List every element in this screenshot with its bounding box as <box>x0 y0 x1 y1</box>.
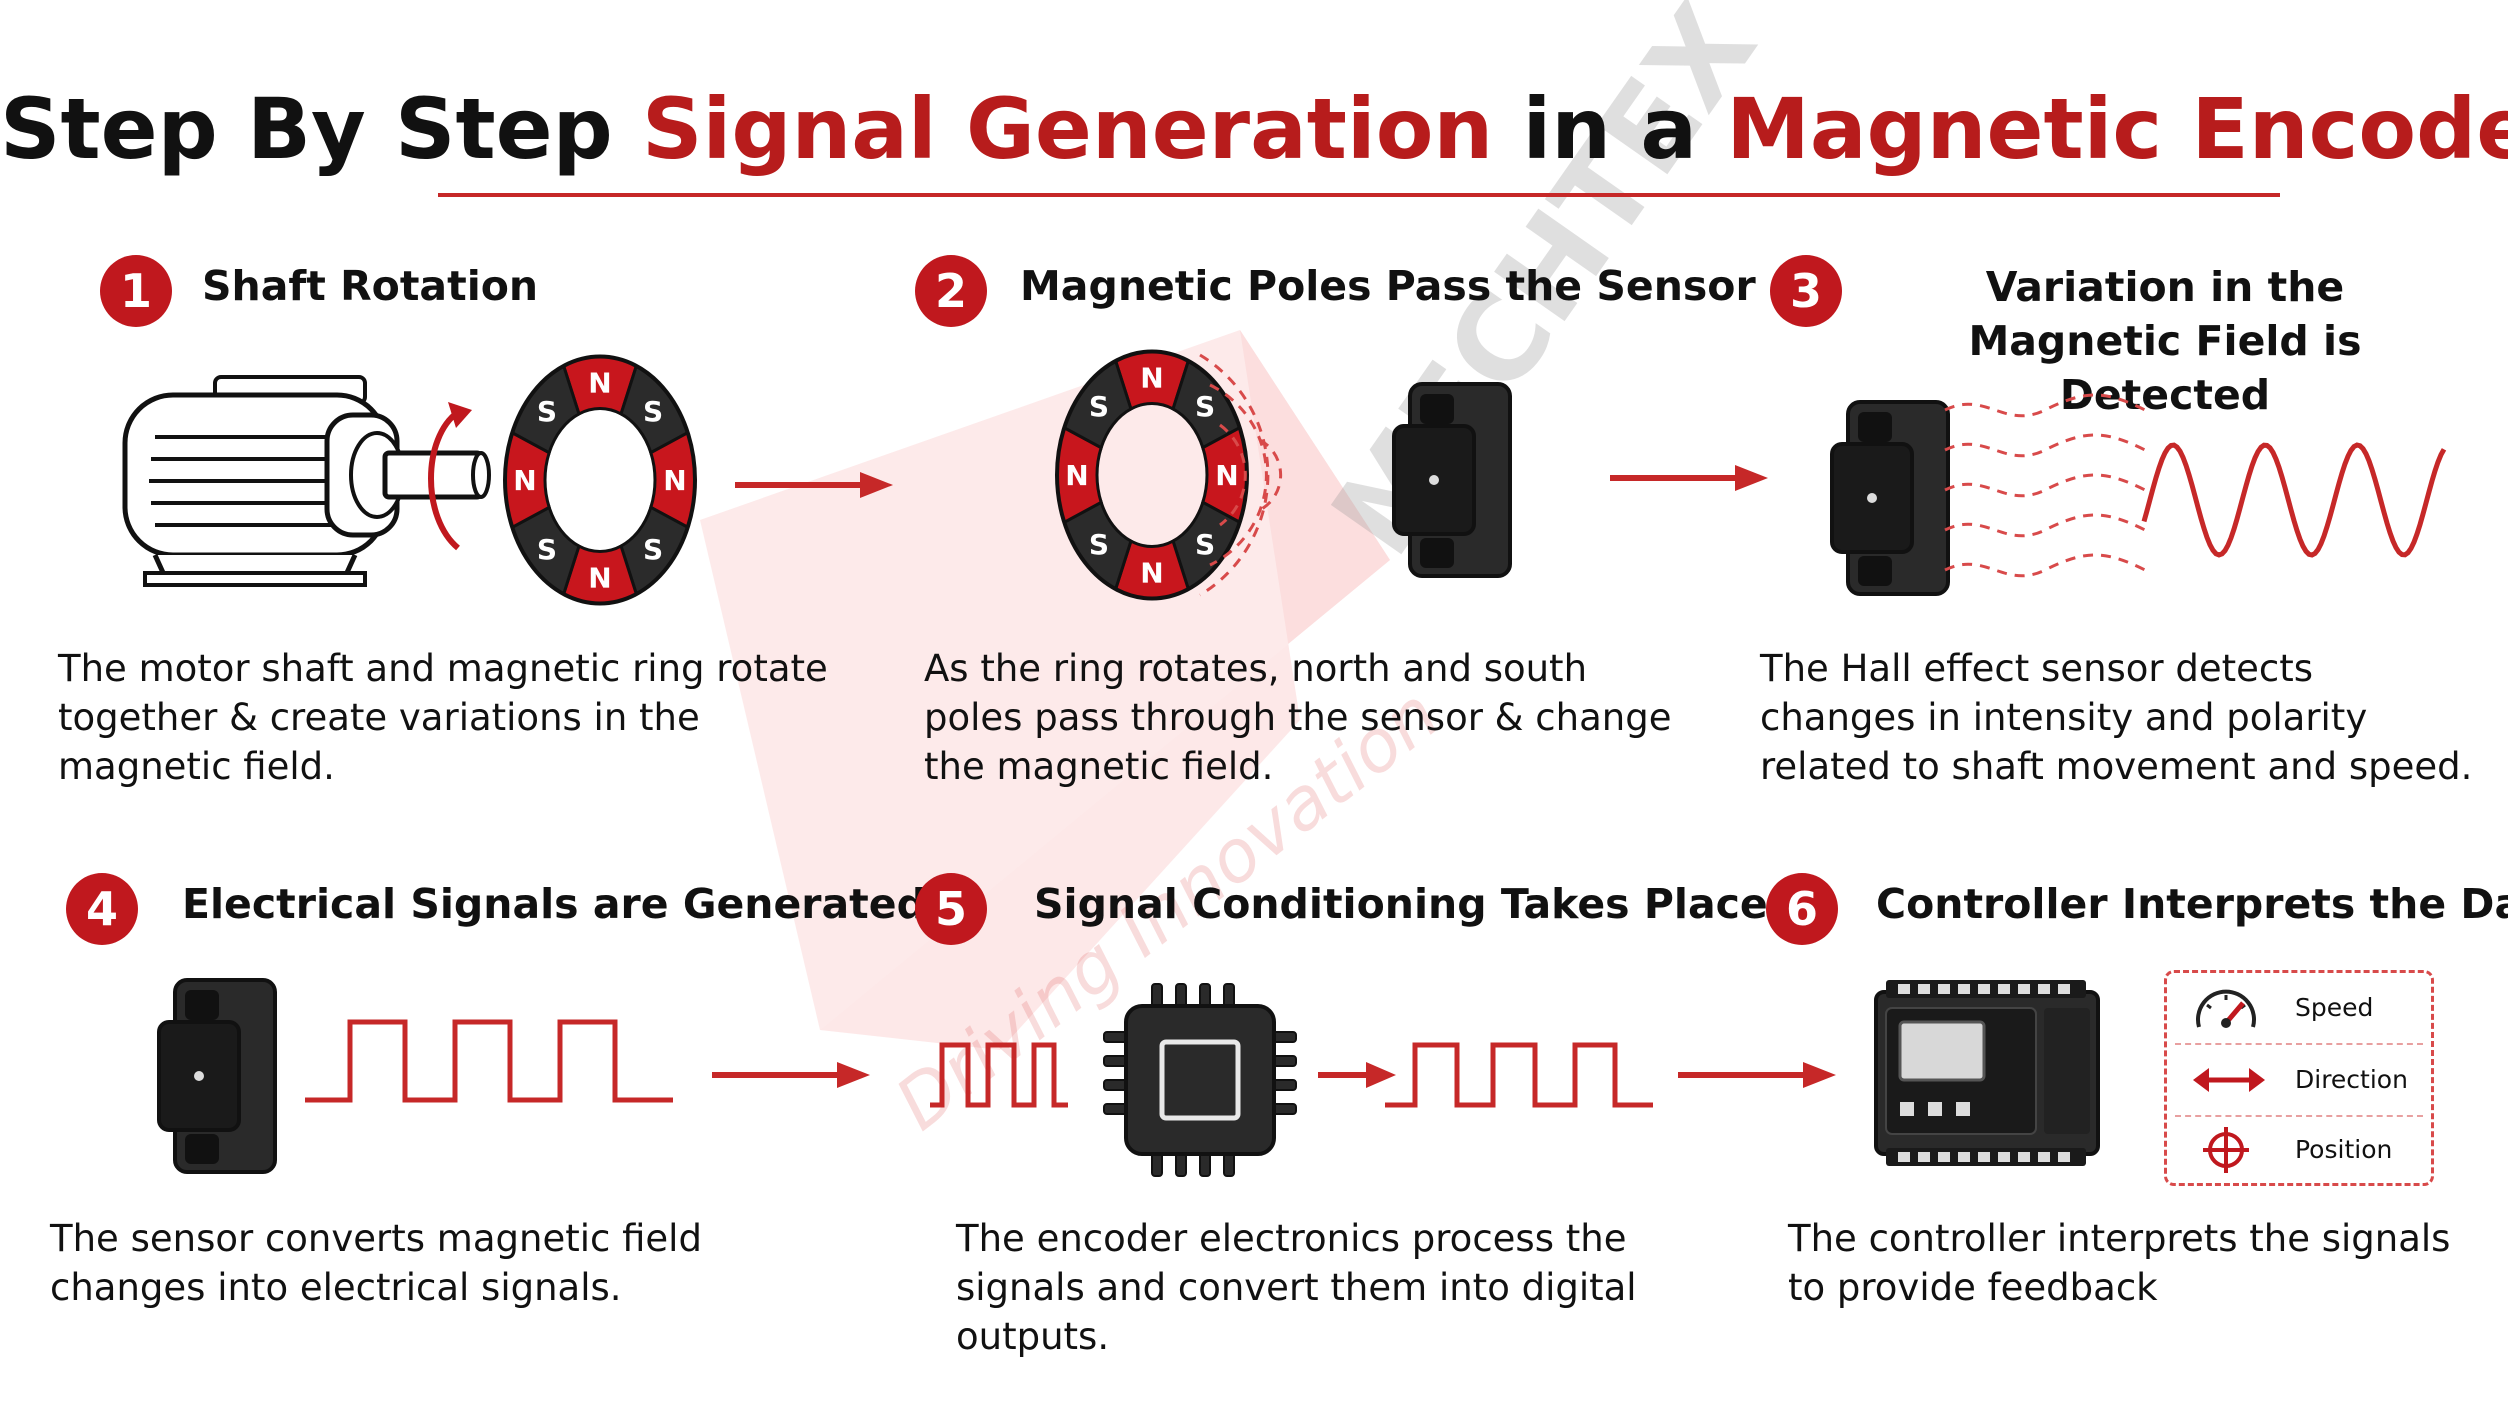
pole-label: N <box>1140 362 1163 395</box>
title-part-1: Step By Step <box>0 80 613 178</box>
sine-wave-icon <box>2141 442 2447 558</box>
title-underline <box>438 193 2280 197</box>
output-position: Position <box>2167 1115 2431 1185</box>
hall-sensor-icon <box>157 978 277 1174</box>
step-4-description: The sensor converts magnetic field chang… <box>50 1217 702 1309</box>
pole-label: N <box>663 464 686 497</box>
output-position-label: Position <box>2295 1135 2393 1164</box>
rotation-arrow-icon <box>428 402 472 551</box>
step-1-badge: 1 <box>100 255 172 327</box>
flow-arrow-5 <box>1678 1062 1836 1088</box>
pole-label: N <box>1065 459 1088 492</box>
speedometer-icon <box>2196 989 2256 1028</box>
controller-icon <box>1874 980 2100 1166</box>
page-title: Step By Step Signal Generation in a Magn… <box>0 80 2508 178</box>
step-2-description: As the ring rotates, north and south pol… <box>924 647 1672 788</box>
step-3-title: Variation in the Magnetic Field is Detec… <box>1968 263 2362 419</box>
magnetic-field-lines-icon <box>1199 353 1283 597</box>
step-1-title: Shaft Rotation <box>202 262 539 310</box>
input-pulse-wave-icon <box>930 1042 1068 1108</box>
digital-output-wave-icon <box>1385 1042 1653 1108</box>
pole-label: S <box>643 395 663 428</box>
step-4-badge: 4 <box>66 873 138 945</box>
pole-label: S <box>1089 390 1109 423</box>
title-part-4: Magnetic Encoder <box>1726 80 2508 178</box>
step-3-badge: 3 <box>1770 255 1842 327</box>
output-speed: Speed <box>2167 973 2431 1043</box>
pole-label: N <box>513 464 536 497</box>
microchip-icon <box>1103 983 1297 1177</box>
pole-label: S <box>537 533 557 566</box>
step-6-description: The controller interprets the signals to… <box>1788 1217 2451 1309</box>
pole-label: N <box>1215 459 1238 492</box>
step-5-description: The encoder electronics process the sign… <box>956 1217 1637 1358</box>
divider <box>2175 1115 2423 1117</box>
motor-icon <box>122 375 491 587</box>
controller-outputs-panel: Speed Direction Position <box>2164 970 2434 1186</box>
hall-sensor-icon <box>1830 400 1950 596</box>
flow-arrow-4 <box>1318 1062 1396 1088</box>
step-6-title: Controller Interprets the Data <box>1876 880 2508 928</box>
pole-label: S <box>643 533 663 566</box>
step-5-badge: 5 <box>915 873 987 945</box>
pole-label: N <box>588 367 611 400</box>
pole-label: S <box>1089 528 1109 561</box>
pole-label: N <box>588 562 611 595</box>
step-4-title: Electrical Signals are Generated <box>182 880 926 928</box>
pole-label: S <box>1195 528 1215 561</box>
step-2-title: Magnetic Poles Pass the Sensor <box>1020 262 1756 310</box>
flow-arrow-1 <box>735 472 893 498</box>
hall-sensor-icon <box>1392 382 1512 578</box>
output-direction: Direction <box>2167 1045 2431 1115</box>
pole-label: N <box>1140 557 1163 590</box>
field-variation-lines-icon <box>1944 393 2146 578</box>
step-1-description: The motor shaft and magnetic ring rotate… <box>58 647 828 788</box>
title-part-3: in a <box>1522 80 1698 178</box>
step-6-badge: 6 <box>1766 873 1838 945</box>
flow-arrow-3 <box>712 1062 870 1088</box>
step-2-badge: 2 <box>915 255 987 327</box>
step-3-description: The Hall effect sensor detects changes i… <box>1760 647 2473 788</box>
title-part-2: Signal Generation <box>642 80 1494 178</box>
flow-arrow-2 <box>1610 465 1768 491</box>
output-direction-label: Direction <box>2295 1065 2408 1094</box>
pole-label: S <box>1195 390 1215 423</box>
step-5-title: Signal Conditioning Takes Place <box>1034 880 1768 928</box>
divider <box>2175 1043 2423 1045</box>
output-speed-label: Speed <box>2295 993 2374 1022</box>
double-arrow-icon <box>2193 1068 2265 1092</box>
pole-label: S <box>537 395 557 428</box>
crosshair-icon <box>2203 1127 2249 1173</box>
square-wave-icon <box>305 1019 673 1103</box>
